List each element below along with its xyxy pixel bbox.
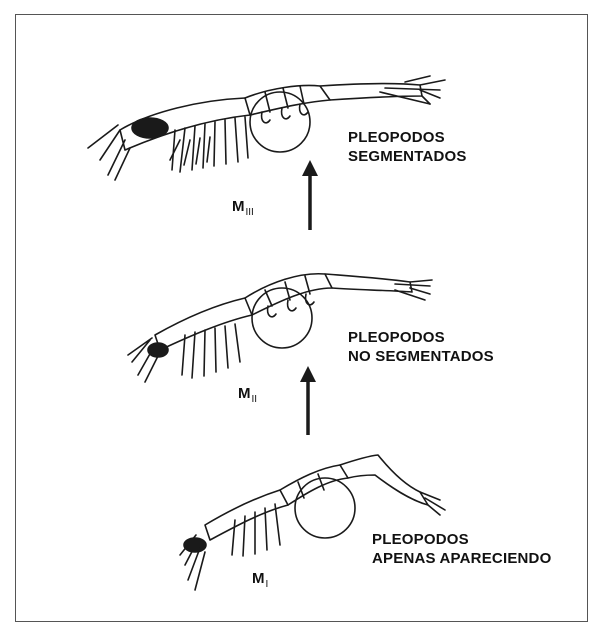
stage-1-label-line-2: APENAS APARECIENDO <box>372 549 551 568</box>
stage-2-label: PLEOPODOS NO SEGMENTADOS <box>348 328 494 366</box>
stage-2-letter: M <box>238 385 251 402</box>
stage-1-letter: M <box>252 570 265 587</box>
stage-2-label-line-2: NO SEGMENTADOS <box>348 347 494 366</box>
arrow-up-icon <box>300 366 316 435</box>
stage-2-code: MII <box>238 385 257 405</box>
stage-1-label-line-1: PLEOPODOS <box>372 530 551 549</box>
stage-2-label-line-1: PLEOPODOS <box>348 328 494 347</box>
stage-3-label-line-1: PLEOPODOS <box>348 128 467 147</box>
shrimp-larva-mysis-1-icon <box>180 455 445 590</box>
stage-2-subscript: II <box>252 394 258 405</box>
stage-1-label: PLEOPODOS APENAS APARECIENDO <box>372 530 551 568</box>
stage-3-subscript: III <box>246 207 254 218</box>
stage-3-code: MIII <box>232 198 254 218</box>
arrow-up-icon <box>302 160 318 230</box>
stage-3-label: PLEOPODOS SEGMENTADOS <box>348 128 467 166</box>
stage-3-label-line-2: SEGMENTADOS <box>348 147 467 166</box>
stage-1-code: MI <box>252 570 268 590</box>
stage-3-letter: M <box>232 198 245 215</box>
stage-1-subscript: I <box>266 579 269 590</box>
